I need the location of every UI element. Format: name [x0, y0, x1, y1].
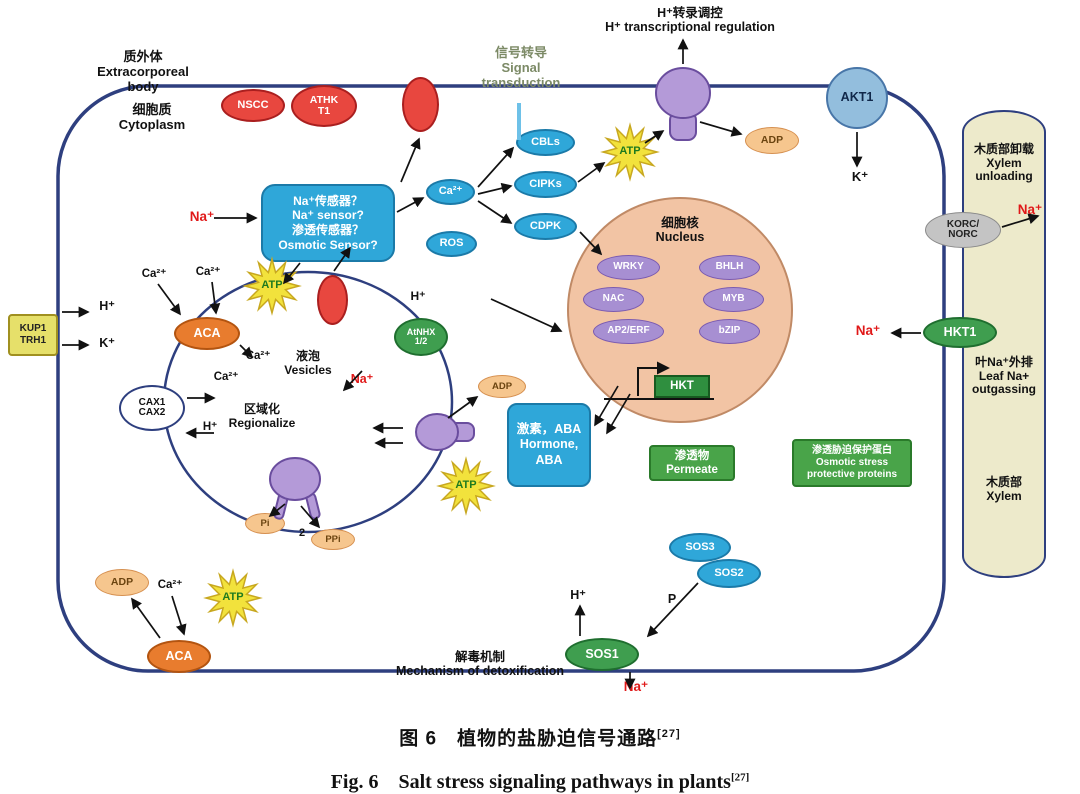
caption-en: Fig. 6 Salt stress signaling pathways in… — [0, 748, 1080, 794]
leaf-na-outgassing-label: 叶Na⁺外排 Leaf Na+ outgassing — [971, 355, 1036, 397]
na-ion-hkt1: Na⁺ — [855, 323, 881, 338]
proton-pump-tonoplast-right — [415, 413, 475, 451]
tf-wrky: WRKY — [597, 255, 660, 280]
promoter-arrow — [637, 361, 670, 396]
pathway-arrows — [62, 38, 1040, 690]
regionalize-label: 区域化 Regionalize — [228, 402, 296, 430]
ca-ion-2: Ca²⁺ — [195, 266, 221, 278]
tf-myb: MYB — [703, 287, 764, 312]
korc-norc-channel: KORC/ NORC — [925, 212, 1001, 248]
tf-nac: NAC — [583, 287, 644, 312]
coefficient-two: 2 — [298, 527, 306, 539]
atp-label-sensor: ATP — [261, 279, 283, 291]
cbls-oval: CBLs — [516, 129, 575, 156]
permeate-box: 渗透物 Permeate — [649, 445, 735, 481]
osmotic-proteins-box: 渗透胁迫保护蛋白 Osmotic stress protective prote… — [792, 439, 912, 487]
h-transcriptional-regulation-label: H⁺转录调控 H⁺ transcriptional regulation — [605, 6, 775, 35]
caption-zh-text: 图 6 植物的盐胁迫信号通路 — [399, 727, 658, 749]
unnamed-red-channel — [402, 77, 439, 132]
pi-oval: Pi — [245, 513, 285, 534]
adp-mid: ADP — [478, 375, 526, 398]
vesicles-label: 液泡 Vesicles — [284, 349, 332, 377]
k-ion-kup: K⁺ — [99, 336, 115, 350]
akt1-channel: AKT1 — [826, 67, 888, 129]
caption-zh-ref: [27] — [657, 727, 681, 740]
ca-ion-4: Ca²⁺ — [213, 371, 239, 383]
xylem-label: 木质部 Xylem — [985, 475, 1022, 503]
cytoplasm-label: 细胞质 Cytoplasm — [118, 102, 186, 132]
ca-ion-bottom: Ca²⁺ — [157, 579, 183, 591]
sos1-antiporter: SOS1 — [565, 638, 639, 671]
atp-label-tonoplast: ATP — [455, 479, 477, 491]
osmotic-sensor-box: Na⁺传感器？ Na⁺ sensor? 渗透传感器？ Osmotic Senso… — [261, 184, 395, 262]
ros-oval: ROS — [426, 231, 477, 257]
hkt-gene-box: HKT — [654, 375, 710, 398]
hkt1-transporter: HKT1 — [923, 317, 997, 348]
adp-top: ADP — [745, 127, 799, 154]
na-ion-xylem-top: Na⁺ — [1017, 202, 1043, 217]
aca-pump-vacuole: ACA — [174, 317, 240, 350]
ca-signal-oval: Ca²⁺ — [426, 179, 475, 205]
sos2-oval: SOS2 — [697, 559, 761, 588]
h-ion-kup: H⁺ — [99, 299, 115, 313]
atp-label-bottom: ATP — [222, 591, 244, 603]
k-ion-akt1: K⁺ — [851, 169, 869, 184]
cipks-oval: CIPKs — [514, 171, 577, 198]
na-ion-sensor: Na⁺ — [189, 209, 215, 224]
caption-zh: 图 6 植物的盐胁迫信号通路[27] — [0, 706, 1080, 750]
phosphorylation-p-label: P — [667, 592, 677, 606]
h-ion-sos1: H⁺ — [570, 588, 586, 602]
caption-en-ref: [27] — [730, 771, 750, 784]
proton-pump-plasma-membrane — [655, 67, 711, 141]
h-ion-cax: H⁺ — [202, 421, 218, 433]
ppi-oval: PPi — [311, 529, 355, 550]
sos3-oval: SOS3 — [669, 533, 731, 562]
hormone-aba-box: 激素，ABA Hormone, ABA — [507, 403, 591, 487]
xylem-unloading-label: 木质部卸载 Xylem unloading — [973, 142, 1034, 184]
tf-bhlh: BHLH — [699, 255, 760, 280]
athk1-receptor: ATHK T1 — [291, 85, 357, 127]
tf-bzip: bZIP — [699, 319, 760, 344]
apoplast-label: 质外体 Extracorporeal body — [97, 49, 189, 94]
kup1-trh1-transporter: KUP1 TRH1 — [8, 314, 58, 356]
atnhx-antiporter: AtNHX 1/2 — [394, 318, 448, 356]
signal-transduction-label: 信号转导 Signal transduction — [481, 45, 561, 90]
nscc-channel: NSCC — [221, 89, 285, 122]
caption-en-text: Fig. 6 Salt stress signaling pathways in… — [330, 770, 731, 793]
na-ion-vacuole: Na⁺ — [350, 372, 374, 386]
nucleus-label: 细胞核 Nucleus — [655, 216, 705, 245]
aca-pump-plasma: ACA — [147, 640, 211, 673]
h-ion-nhx: H⁺ — [410, 289, 426, 303]
cax-exchanger: CAX1 CAX2 — [119, 385, 185, 431]
cdpk-oval: CDPK — [514, 213, 577, 240]
atp-label-top: ATP — [619, 145, 641, 157]
ca-ion-1: Ca²⁺ — [141, 268, 167, 280]
detox-mechanism-label: 解毒机制 Mechanism of detoxification — [395, 650, 565, 679]
tf-ap2erf: AP2/ERF — [593, 319, 664, 344]
vacuole-red-channel — [317, 275, 348, 325]
cell-membrane-outline — [56, 84, 946, 673]
adp-bottom: ADP — [95, 569, 149, 596]
